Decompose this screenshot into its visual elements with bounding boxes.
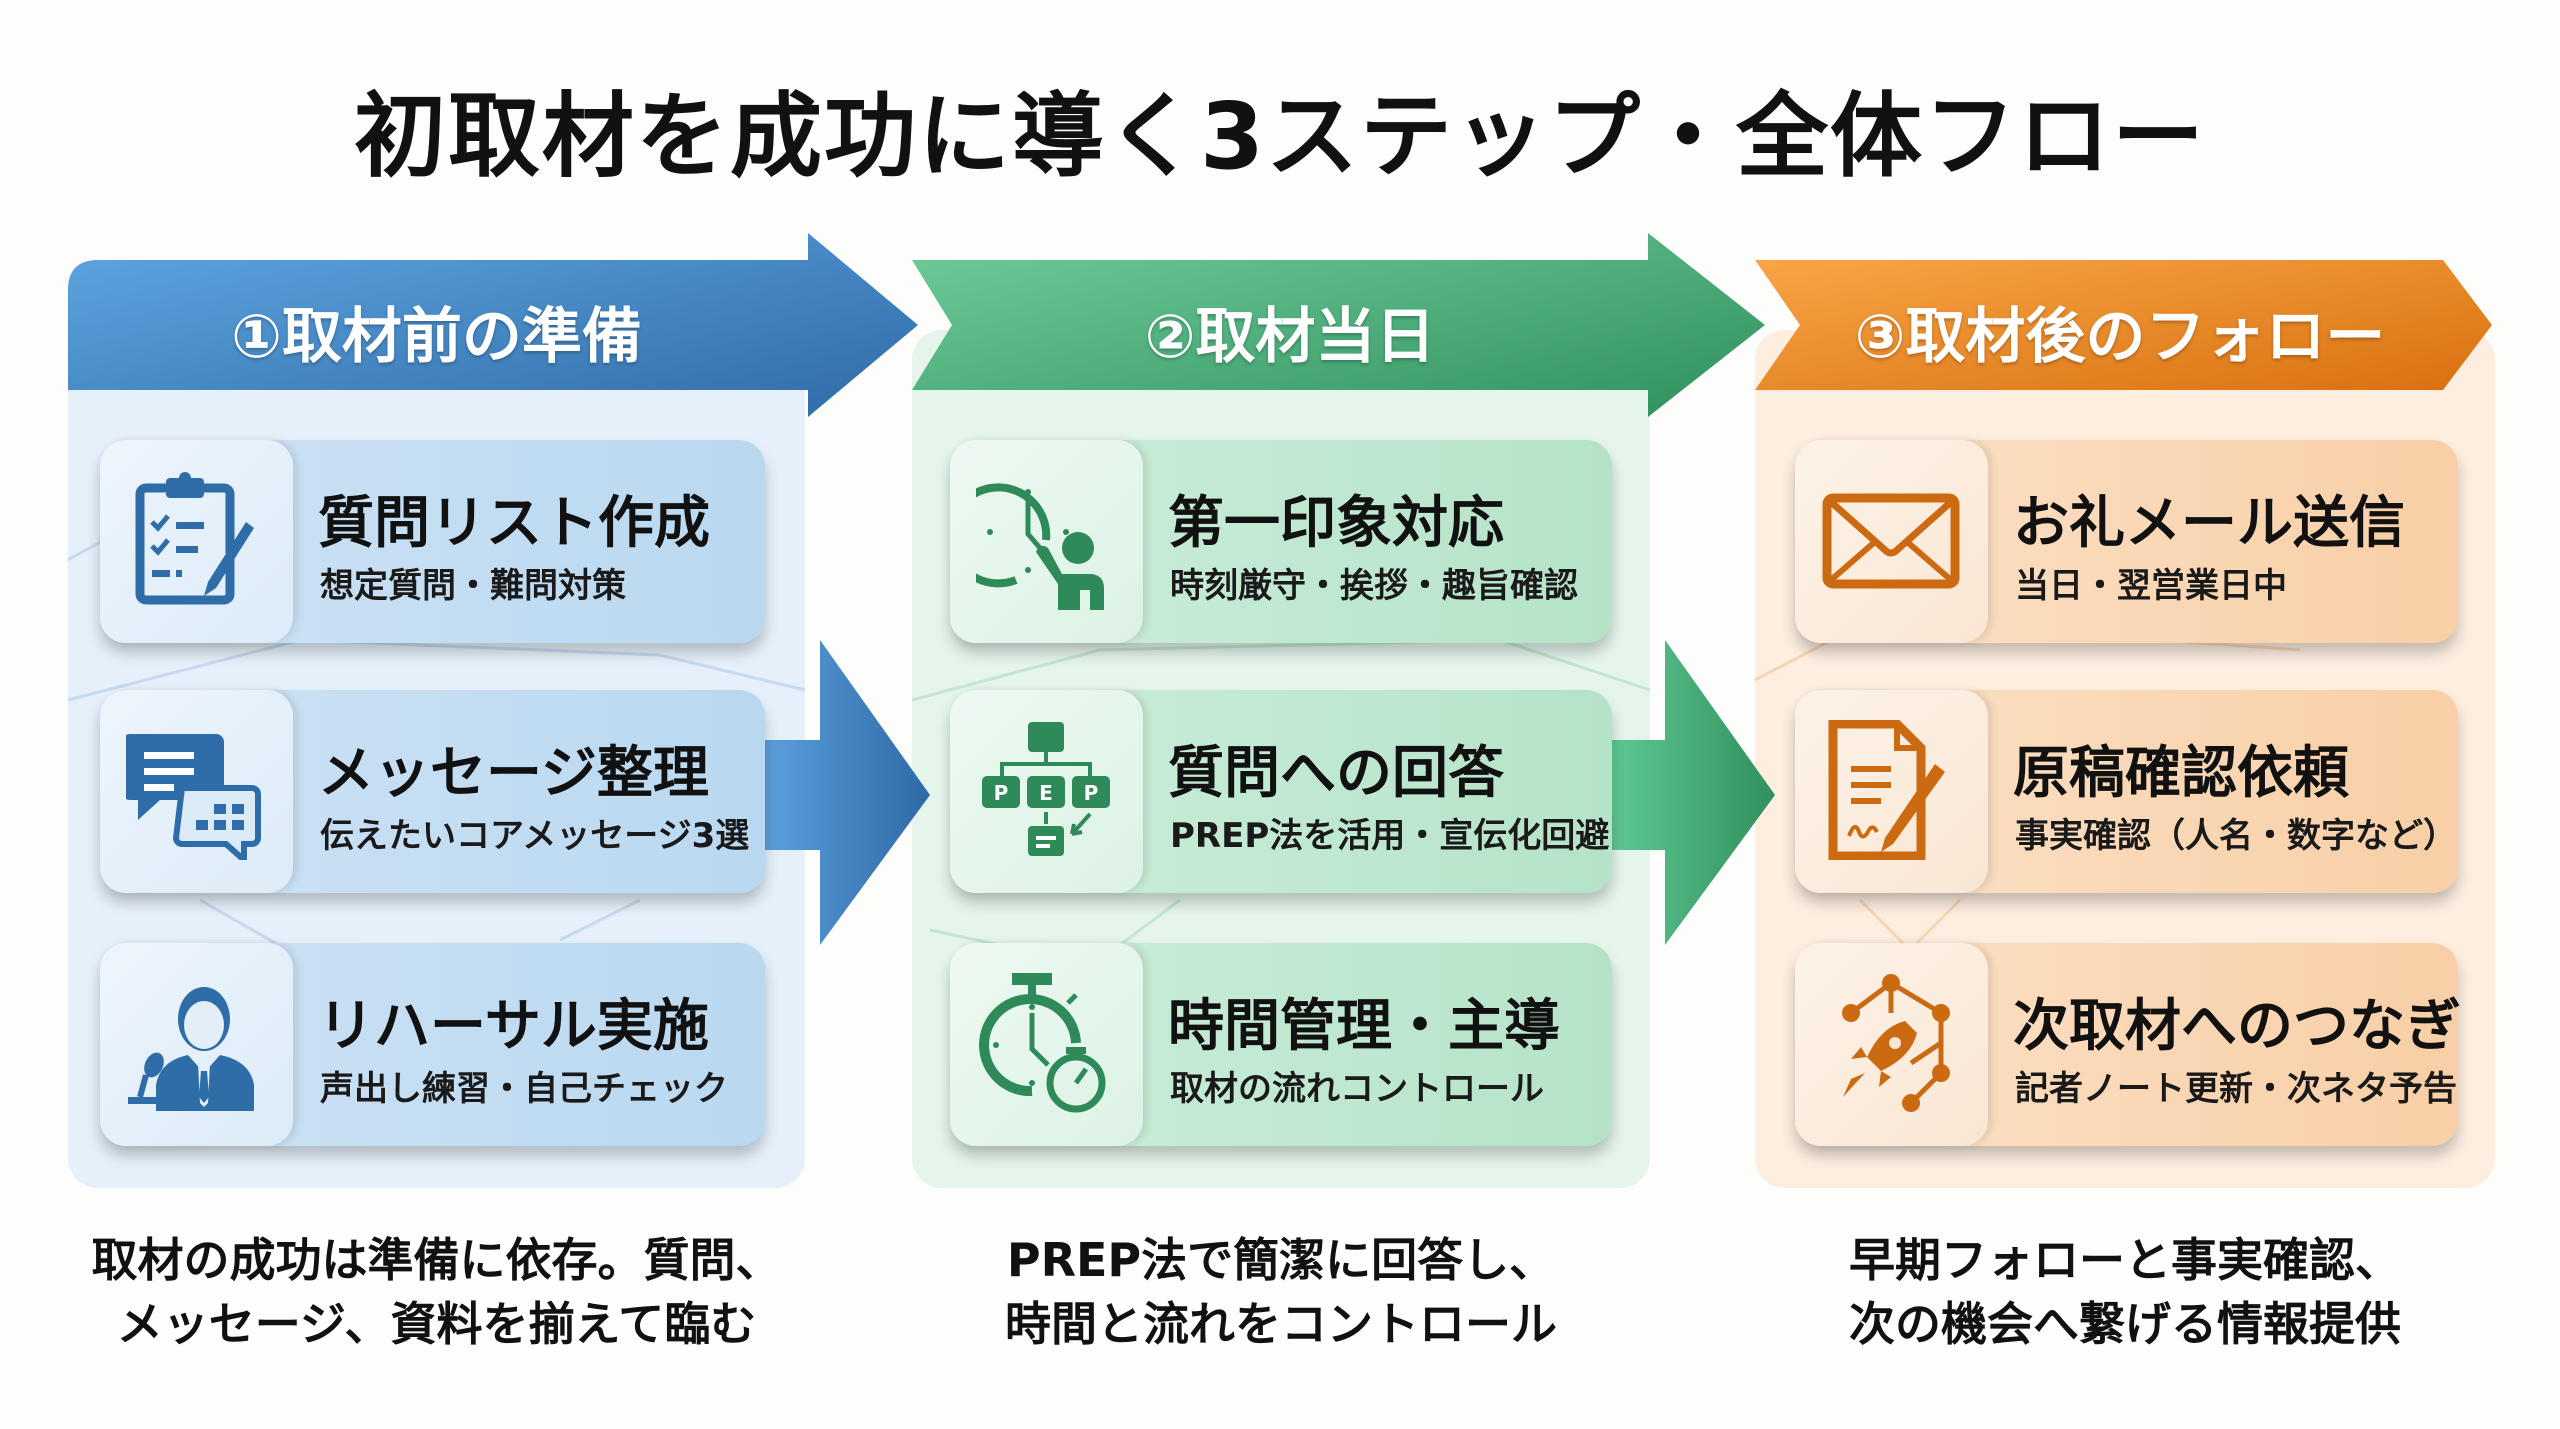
icon-box	[100, 440, 293, 643]
card-next-interview: 次取材へのつなぎ 記者ノート更新・次ネタ予告	[1795, 943, 2461, 1146]
caption-interview-day: PREP法で簡潔に回答し、 時間と流れをコントロール	[912, 1228, 1650, 1356]
caption-line: メッセージ、資料を揃えて臨む	[116, 1297, 757, 1351]
clipboard-checklist-icon	[135, 472, 254, 605]
card-answer-questions: P E P 質問への回答 PREP法を活用・宣伝化回避	[950, 690, 1612, 893]
card-subtitle: 取材の流れコントロール	[1170, 1069, 1544, 1109]
card-subtitle: PREP法を活用・宣伝化回避	[1170, 816, 1610, 856]
card-subtitle: 想定質問・難問対策	[320, 566, 626, 606]
header-arrow-follow-up	[1755, 260, 2492, 390]
caption-line: 取材の成功は準備に依存。質問、	[91, 1233, 782, 1287]
icon-box	[100, 690, 293, 893]
chat-bubbles-icon	[126, 734, 261, 860]
caption-line: 早期フォローと事実確認、	[1849, 1233, 2401, 1287]
header-arrow-preparation	[68, 233, 918, 417]
mid-arrow-green	[1612, 640, 1775, 945]
prep-letter-e: E	[1039, 781, 1053, 805]
icon-box: P E P	[950, 690, 1143, 893]
prep-letter-p1: P	[994, 781, 1009, 805]
header-label-interview-day: ②取材当日	[1144, 302, 1436, 372]
card-subtitle: 事実確認（人名・数字など）	[2015, 816, 2457, 856]
card-thank-you-email: お礼メール送信 当日・翌営業日中	[1795, 440, 2458, 643]
rocket-network-icon	[1842, 974, 1950, 1112]
card-title: 質問リスト作成	[318, 491, 710, 556]
header-label-preparation: ①取材前の準備	[231, 302, 642, 372]
card-subtitle: 当日・翌営業日中	[2015, 566, 2287, 606]
card-message-organize: メッセージ整理 伝えたいコアメッセージ3選	[100, 690, 765, 893]
card-title: 次取材へのつなぎ	[2013, 994, 2461, 1059]
prep-flowchart-icon: P E P	[982, 722, 1110, 856]
envelope-icon	[1822, 493, 1960, 589]
card-question-list: 質問リスト作成 想定質問・難問対策	[100, 440, 765, 643]
page-title: 初取材を成功に導く3ステップ・全体フロー	[353, 83, 2206, 190]
card-draft-review: 原稿確認依頼 事実確認（人名・数字など）	[1795, 690, 2458, 893]
card-subtitle: 伝えたいコアメッセージ3選	[320, 816, 750, 856]
stopwatch-icon	[979, 973, 1106, 1113]
card-subtitle: 記者ノート更新・次ネタ予告	[2015, 1069, 2457, 1109]
caption-line: PREP法で簡潔に回答し、	[1006, 1233, 1556, 1287]
header-label-follow-up: ③取材後のフォロー	[1854, 302, 2386, 372]
caption-line: 時間と流れをコントロール	[1005, 1297, 1557, 1351]
icon-box	[1795, 943, 1988, 1146]
card-title: 時間管理・主導	[1168, 994, 1560, 1059]
caption-follow-up: 早期フォローと事実確認、 次の機会へ繋げる情報提供	[1755, 1228, 2495, 1356]
caption-line: 次の機会へ繋げる情報提供	[1849, 1297, 2401, 1351]
card-title: メッセージ整理	[318, 741, 709, 806]
card-time-management: 時間管理・主導 取材の流れコントロール	[950, 943, 1612, 1146]
card-rehearsal: リハーサル実施 声出し練習・自己チェック	[100, 943, 765, 1146]
icon-box	[1795, 440, 1988, 643]
icon-box	[1795, 690, 1988, 893]
card-title: リハーサル実施	[318, 994, 709, 1059]
document-pen-icon	[1828, 720, 1945, 860]
clock-person-icon	[976, 483, 1104, 610]
prep-letter-p2: P	[1084, 781, 1099, 805]
card-title: 質問への回答	[1168, 741, 1504, 806]
card-title: お礼メール送信	[2013, 491, 2405, 556]
icon-box	[100, 943, 293, 1146]
card-title: 第一印象対応	[1168, 491, 1504, 556]
card-title: 原稿確認依頼	[2013, 741, 2349, 806]
mid-arrow-blue	[765, 640, 930, 945]
header-arrow-interview-day	[912, 233, 1765, 417]
card-first-impression: 第一印象対応 時刻厳守・挨拶・趣旨確認	[950, 440, 1612, 643]
icon-box	[950, 440, 1143, 643]
speaker-microphone-icon	[128, 987, 254, 1111]
card-subtitle: 声出し練習・自己チェック	[320, 1069, 728, 1109]
card-subtitle: 時刻厳守・挨拶・趣旨確認	[1170, 566, 1578, 606]
caption-preparation: 取材の成功は準備に依存。質問、 メッセージ、資料を揃えて臨む	[68, 1228, 805, 1356]
icon-box	[950, 943, 1143, 1146]
